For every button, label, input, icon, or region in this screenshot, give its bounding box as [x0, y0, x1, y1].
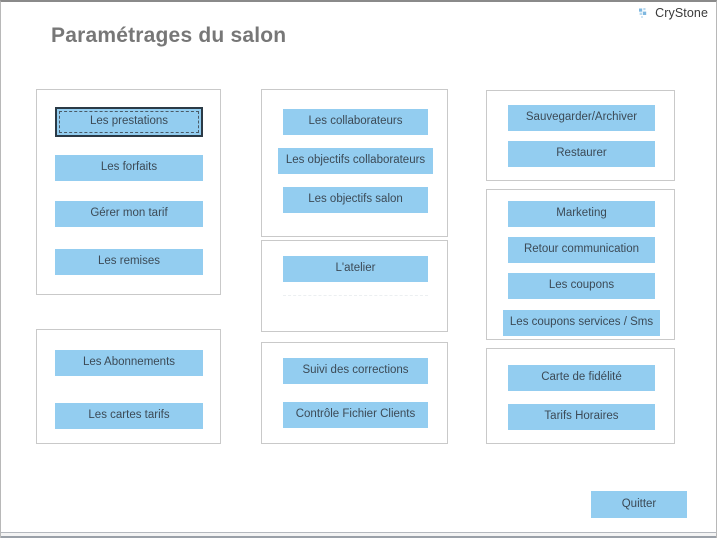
button-les-prestations[interactable]: Les prestations [55, 107, 203, 137]
button-sauvegarder-archiver[interactable]: Sauvegarder/Archiver [508, 105, 655, 131]
prestations-panel: Les prestations Les forfaits Gérer mon t… [36, 89, 221, 295]
button-retour-communication[interactable]: Retour communication [508, 237, 655, 263]
button-les-forfaits[interactable]: Les forfaits [55, 155, 203, 181]
crystone-squares-logo-icon [639, 7, 647, 18]
button-label: Tarifs Horaires [544, 410, 619, 423]
button-label: Les forfaits [100, 161, 158, 174]
button-label: Suivi des corrections [302, 364, 409, 377]
button-les-remises[interactable]: Les remises [55, 249, 203, 275]
button-carte-de-fidelite[interactable]: Carte de fidélité [508, 365, 655, 391]
button-label: Les collaborateurs [308, 115, 403, 128]
button-label: Les Abonnements [82, 356, 176, 369]
button-label: L'atelier [335, 262, 376, 275]
button-label: Gérer mon tarif [90, 207, 168, 220]
button-les-objectifs-salon[interactable]: Les objectifs salon [283, 187, 428, 213]
marketing-panel: Marketing Retour communication Les coupo… [486, 189, 675, 340]
button-les-collaborateurs[interactable]: Les collaborateurs [283, 109, 428, 135]
button-tarifs-horaires[interactable]: Tarifs Horaires [508, 404, 655, 430]
button-gerer-mon-tarif[interactable]: Gérer mon tarif [55, 201, 203, 227]
button-l-atelier[interactable]: L'atelier [283, 256, 428, 282]
button-label: Les coupons services / Sms [509, 316, 654, 329]
brand-name: CryStone [655, 5, 708, 20]
button-controle-fichier-clients[interactable]: Contrôle Fichier Clients [283, 402, 428, 428]
status-bar [1, 532, 716, 538]
atelier-panel: L'atelier [261, 240, 448, 332]
button-label: Sauvegarder/Archiver [525, 111, 638, 124]
button-les-abonnements[interactable]: Les Abonnements [55, 350, 203, 376]
button-suivi-des-corrections[interactable]: Suivi des corrections [283, 358, 428, 384]
button-label: Les prestations [90, 115, 168, 128]
page-title: Paramétrages du salon [51, 24, 287, 47]
button-marketing[interactable]: Marketing [508, 201, 655, 227]
quitter-button[interactable]: Quitter [591, 491, 687, 518]
button-label: Contrôle Fichier Clients [295, 408, 416, 421]
collaborateurs-panel: Les collaborateurs Les objectifs collabo… [261, 89, 448, 237]
button-les-objectifs-collaborateurs[interactable]: Les objectifs collaborateurs [278, 148, 433, 174]
button-label: Quitter [621, 497, 657, 510]
button-les-coupons[interactable]: Les coupons [508, 273, 655, 299]
button-label: Les coupons [548, 279, 615, 292]
fidelite-panel: Carte de fidélité Tarifs Horaires [486, 348, 675, 444]
button-label: Carte de fidélité [541, 371, 622, 384]
panel-divider [283, 295, 428, 296]
button-restaurer[interactable]: Restaurer [508, 141, 655, 167]
abonnements-panel: Les Abonnements Les cartes tarifs [36, 329, 221, 444]
button-label: Marketing [556, 207, 607, 220]
button-les-coupons-services-sms[interactable]: Les coupons services / Sms [503, 310, 660, 336]
button-label: Retour communication [523, 243, 640, 256]
button-les-cartes-tarifs[interactable]: Les cartes tarifs [55, 403, 203, 429]
controle-panel: Suivi des corrections Contrôle Fichier C… [261, 342, 448, 444]
button-label: Les remises [98, 255, 160, 268]
button-label: Restaurer [556, 147, 607, 160]
brand-logo: CryStone [639, 5, 708, 21]
button-label: Les objectifs salon [308, 193, 403, 206]
button-label: Les cartes tarifs [88, 409, 170, 422]
button-label: Les objectifs collaborateurs [285, 154, 426, 167]
sauvegarde-panel: Sauvegarder/Archiver Restaurer [486, 90, 675, 181]
